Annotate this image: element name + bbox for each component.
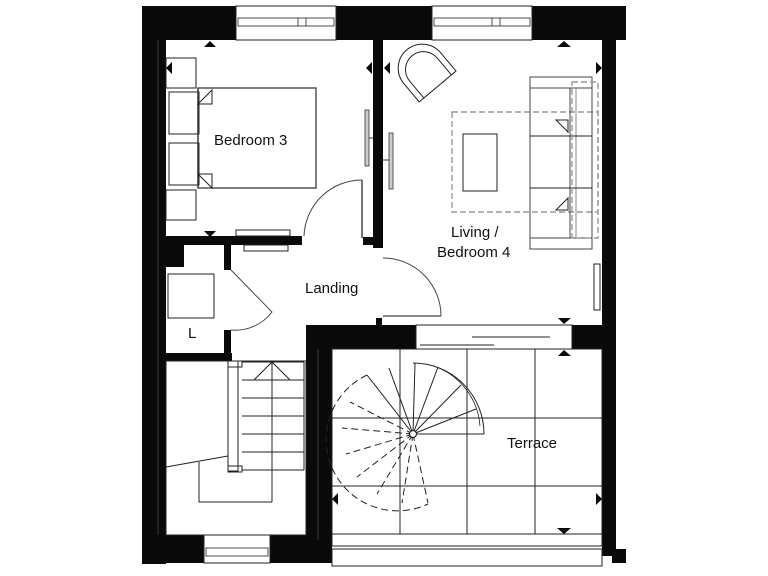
- spiral-staircase: [325, 362, 485, 512]
- walls: [142, 6, 626, 564]
- room-label-terrace: Terrace: [507, 435, 557, 452]
- room-label-living-line2: Bedroom 4: [437, 244, 510, 261]
- terrace-tile-mask: [400, 419, 466, 485]
- dimension-markers: [166, 41, 602, 534]
- landing-radiator: [243, 244, 289, 252]
- bedroom-3-furniture: [165, 57, 373, 237]
- linen-cupboard: [167, 269, 273, 331]
- staircase: [165, 360, 307, 536]
- room-label-living-line1: Living /: [451, 224, 499, 241]
- room-label-landing: Landing: [305, 280, 358, 297]
- living-door: [382, 257, 442, 317]
- room-label-bedroom-3: Bedroom 3: [214, 132, 287, 149]
- bedroom-3-door: [303, 179, 363, 238]
- wall-details: [157, 40, 319, 540]
- room-label-linen: L: [188, 325, 196, 342]
- living-furniture: [383, 43, 601, 311]
- terrace-tile-mask: [334, 419, 399, 485]
- windows: [203, 5, 603, 567]
